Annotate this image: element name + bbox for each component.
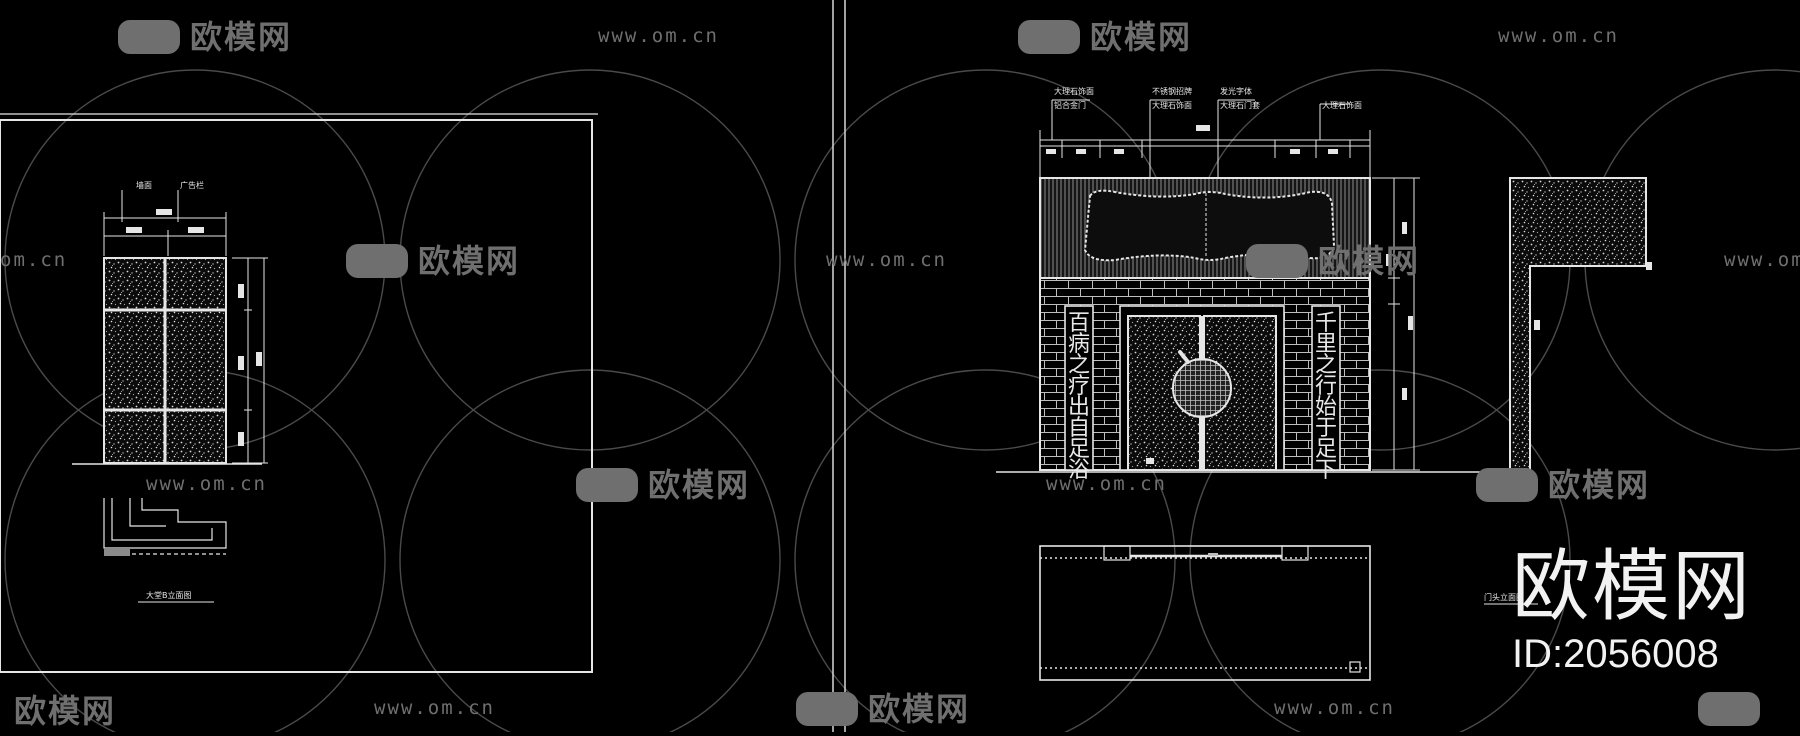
couplet-character: 之 bbox=[1315, 353, 1337, 378]
svg-text:欧模网: 欧模网 bbox=[190, 18, 292, 56]
left-drawing-title: 大堂B立面图 bbox=[146, 590, 192, 600]
watermark-logo: 欧模网 bbox=[1246, 242, 1420, 280]
couplet-character: 千 bbox=[1315, 311, 1337, 336]
couplet-character: 始 bbox=[1315, 395, 1337, 420]
svg-text:欧模网: 欧模网 bbox=[1548, 466, 1650, 504]
label-marble-facing-2: 大理石饰面 bbox=[1152, 100, 1192, 110]
svg-text:欧模网: 欧模网 bbox=[14, 692, 116, 730]
watermark-url: www.om.cn bbox=[1724, 249, 1800, 271]
couplet-character: 行 bbox=[1315, 374, 1337, 399]
watermark-logo: 欧模网 bbox=[1476, 466, 1650, 504]
couplet-character: 于 bbox=[1315, 416, 1337, 441]
side-drawing-title: 门头立面图 bbox=[1484, 592, 1524, 602]
label-marble-facing: 大理石饰面 bbox=[1054, 86, 1094, 96]
svg-text:欧模网: 欧模网 bbox=[1090, 18, 1192, 56]
label-aluminum-door: 铝合金门 bbox=[1054, 100, 1086, 110]
label-luminous-letters: 发光字体 bbox=[1220, 86, 1252, 96]
couplet-left bbox=[1064, 305, 1094, 471]
svg-text:欧模网: 欧模网 bbox=[1318, 242, 1420, 280]
watermark-logo: 欧模网 bbox=[118, 18, 292, 56]
watermark-url: www.om.cn bbox=[826, 249, 947, 271]
watermark-url: om.cn bbox=[0, 249, 67, 271]
couplet-character: 足 bbox=[1315, 437, 1337, 462]
label-ad-board: 广告栏 bbox=[180, 180, 204, 190]
watermark-logo: 欧模网 bbox=[1018, 18, 1192, 56]
storefront-plan bbox=[1039, 545, 1371, 681]
left-section-detail bbox=[103, 498, 227, 556]
watermark-logo: 欧模网 bbox=[346, 242, 520, 280]
couplet-character: 足 bbox=[1068, 437, 1090, 462]
couplet-right bbox=[1311, 305, 1341, 471]
watermark-logo: 欧模网 bbox=[796, 690, 970, 728]
couplet-character: 之 bbox=[1068, 353, 1090, 378]
watermark-url: www.om.cn bbox=[374, 697, 495, 719]
couplet-character: 病 bbox=[1068, 332, 1090, 357]
label-steel-sign: 不锈钢招牌 bbox=[1152, 86, 1192, 96]
couplet-character: 出 bbox=[1068, 395, 1090, 420]
sign-panel bbox=[1083, 189, 1336, 262]
label-marble-frame: 大理石门套 bbox=[1220, 100, 1260, 110]
watermark-url: www.om.cn bbox=[146, 473, 267, 495]
watermark-url: www.om.cn bbox=[1046, 473, 1167, 495]
watermark-logo bbox=[1698, 692, 1760, 726]
model-id: ID:2056008 bbox=[1512, 632, 1719, 676]
side-section: 门头立面图 bbox=[1484, 177, 1652, 605]
label-marble-facing-3: 大理石饰面 bbox=[1322, 100, 1362, 110]
couplet-character: 百 bbox=[1068, 311, 1090, 336]
brand-stamp: 欧模网 ID:2056008 bbox=[1512, 548, 1752, 674]
left-elevation-sheet: 墙面 广告栏 大堂B立面图 bbox=[0, 113, 598, 673]
couplet-character: 疗 bbox=[1068, 374, 1090, 399]
left-cabinet-elevation bbox=[72, 257, 262, 465]
label-wall: 墙面 bbox=[136, 180, 152, 190]
svg-text:欧模网: 欧模网 bbox=[418, 242, 520, 280]
couplet-character: 浴 bbox=[1068, 458, 1090, 483]
watermarks: 欧模网 欧模网 欧模网 欧模网 欧模网 欧模网 欧模网 欧模网 bbox=[0, 18, 1800, 730]
watermark-url: www.om.cn bbox=[1274, 697, 1395, 719]
brand-name: 欧模网 bbox=[1512, 542, 1753, 632]
watermark-url: www.om.cn bbox=[1498, 25, 1619, 47]
couplet-character: 自 bbox=[1068, 416, 1090, 441]
drawing-frame bbox=[0, 119, 593, 673]
svg-text:欧模网: 欧模网 bbox=[868, 690, 970, 728]
watermark-logo: 欧模网 bbox=[576, 466, 750, 504]
watermark-url: www.om.cn bbox=[598, 25, 719, 47]
svg-text:欧模网: 欧模网 bbox=[648, 466, 750, 504]
door-emblem bbox=[1172, 358, 1232, 418]
couplet-character: 里 bbox=[1315, 332, 1337, 357]
watermark-logo: 欧模网 bbox=[14, 692, 116, 730]
couplet-character: 下 bbox=[1315, 458, 1337, 483]
storefront-elevation: 大理石饰面 铝合金门 不锈钢招牌 大理石饰面 发光字体 大理石门套 大理石饰面 … bbox=[996, 86, 1480, 681]
